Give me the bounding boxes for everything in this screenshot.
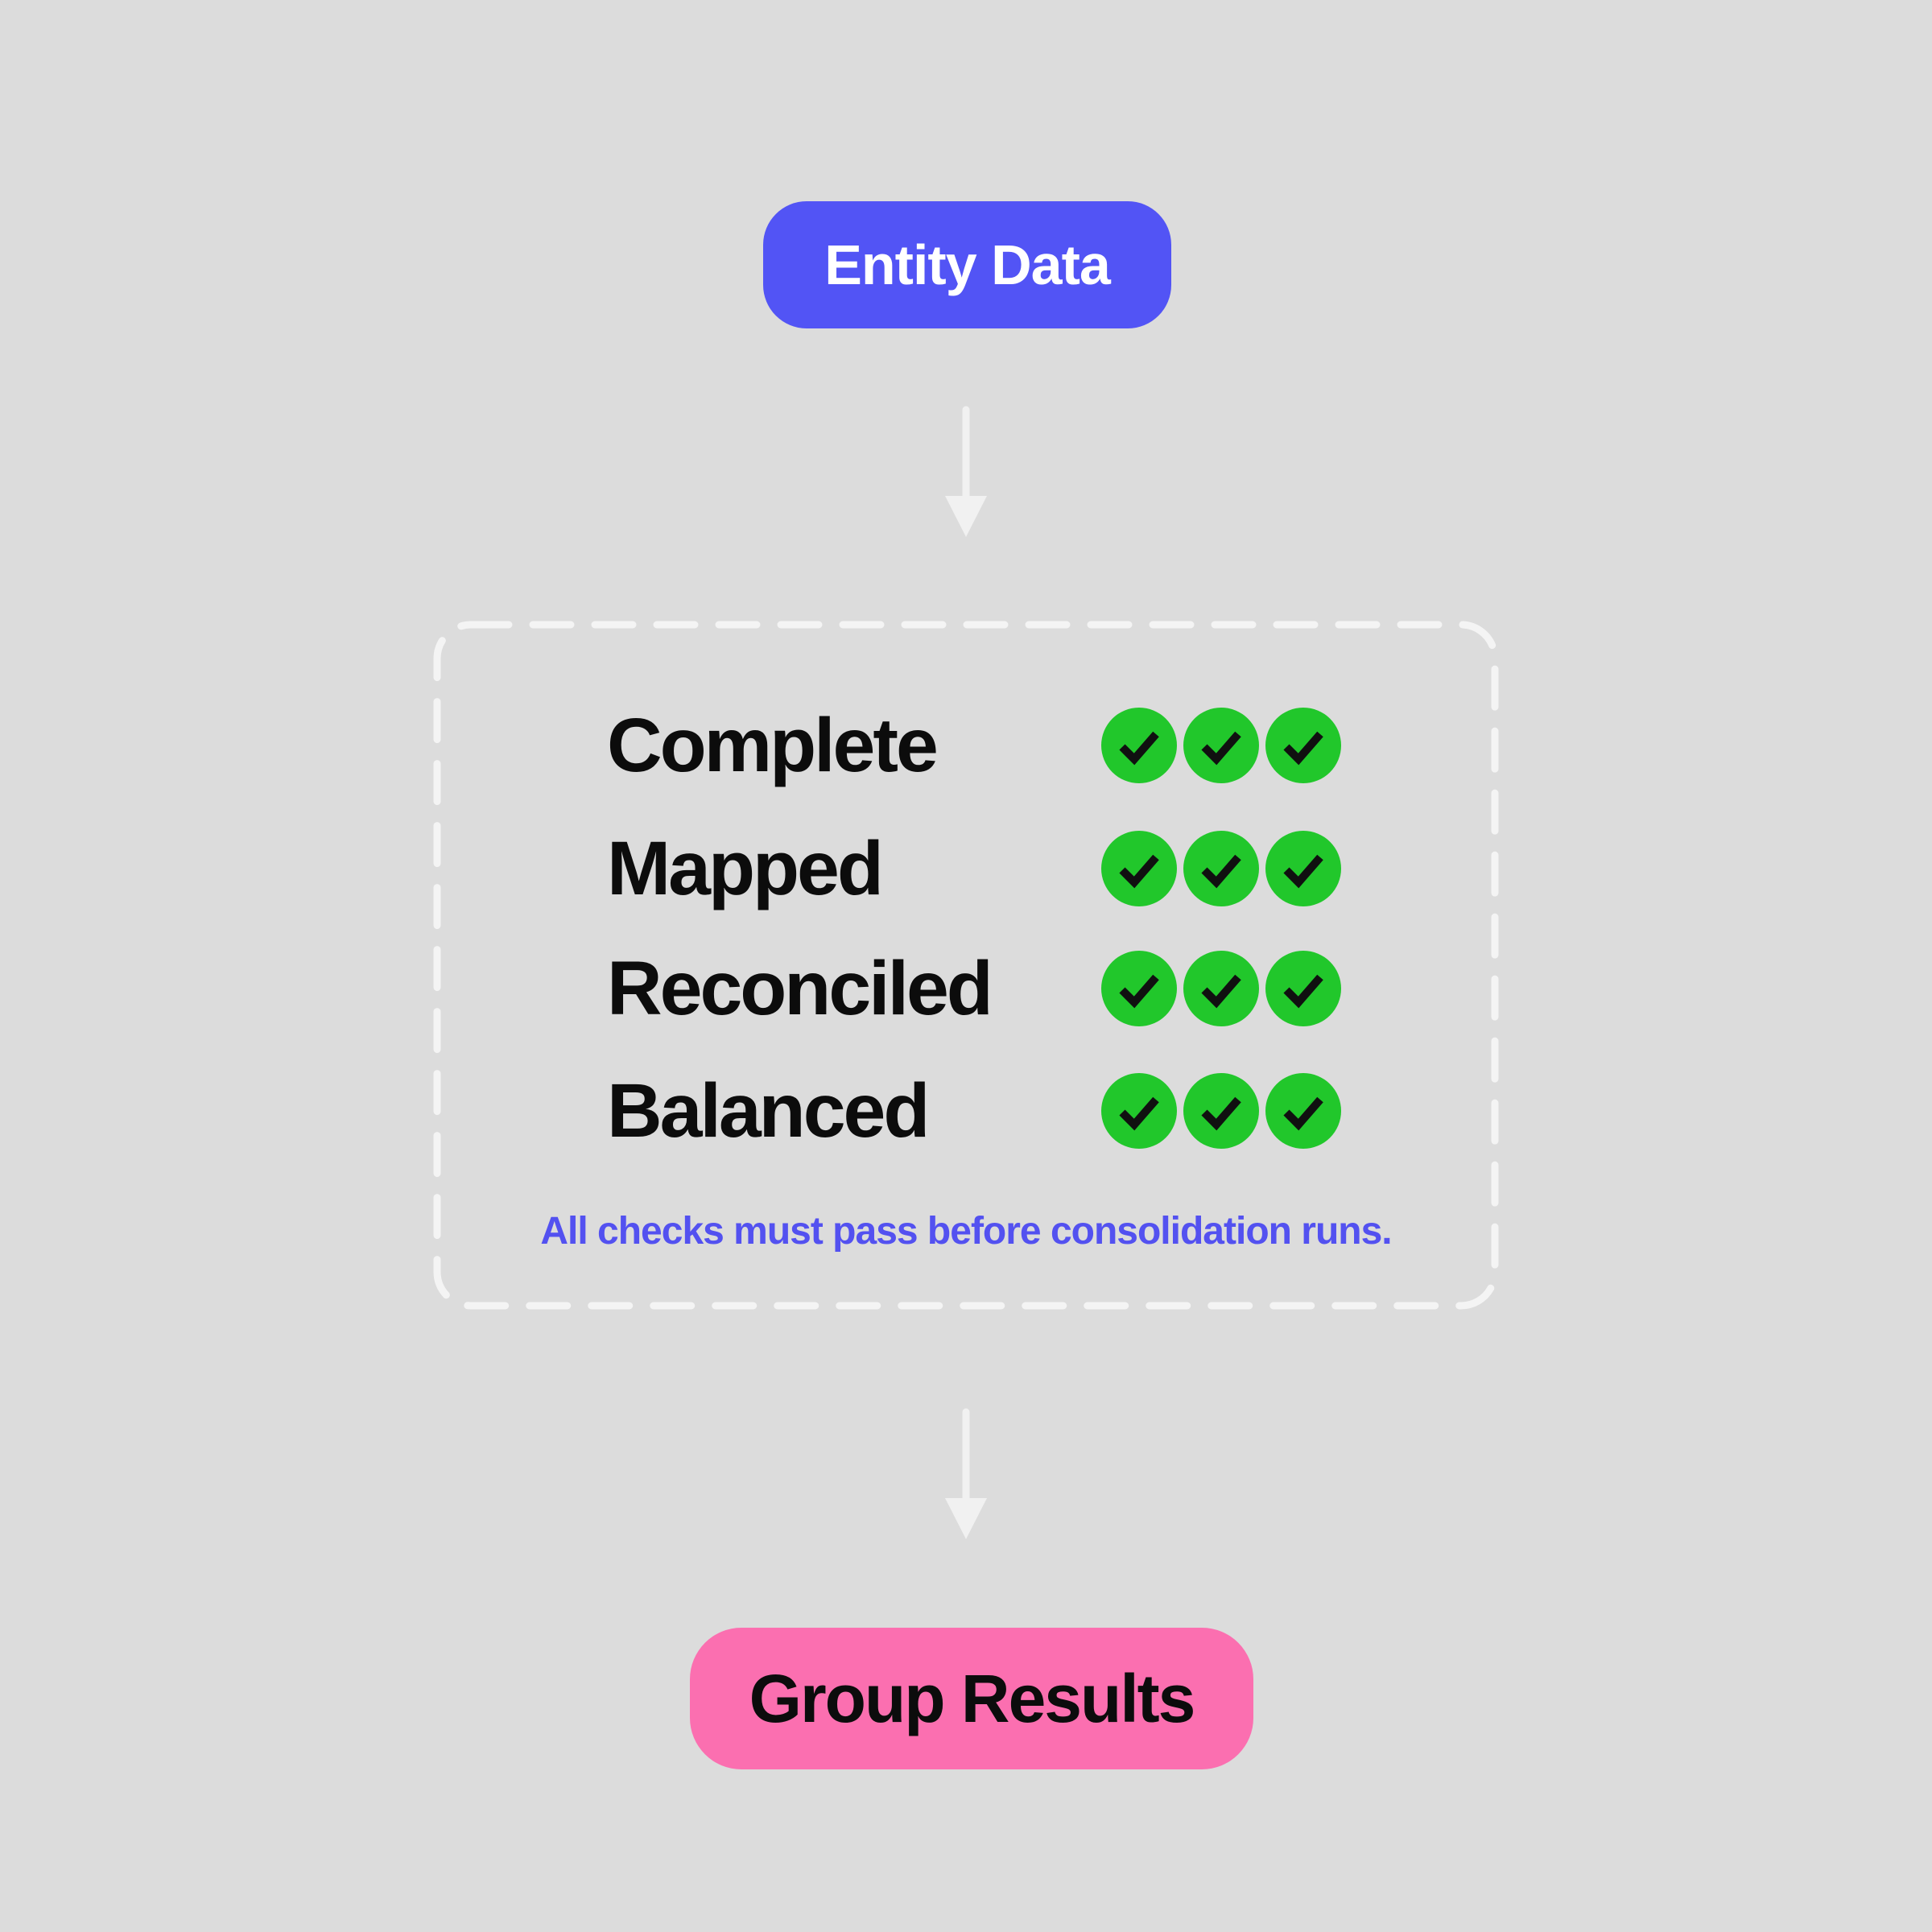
down-arrow-icon <box>945 406 987 537</box>
panel-note: All checks must pass before consolidatio… <box>540 1210 1392 1253</box>
group-results-node: Group Results <box>690 1628 1253 1769</box>
check-group <box>1101 831 1341 906</box>
check-icon <box>1265 831 1341 906</box>
check-row-label: Mapped <box>607 825 884 911</box>
check-group <box>1101 951 1341 1026</box>
check-group <box>1101 708 1341 783</box>
check-group <box>1101 1073 1341 1149</box>
check-row-label: Complete <box>607 702 939 788</box>
check-row-complete: Complete <box>437 702 1495 788</box>
checks-panel: Complete Mapped Reconciled <box>437 625 1495 1306</box>
check-row-label: Balanced <box>607 1067 930 1154</box>
check-icon <box>1183 708 1259 783</box>
checks-panel-border <box>433 621 1499 1310</box>
entity-data-label: Entity Data <box>824 233 1111 296</box>
check-icon <box>1101 1073 1177 1149</box>
check-row-balanced: Balanced <box>437 1067 1495 1154</box>
check-icon <box>1101 708 1177 783</box>
check-icon <box>1265 951 1341 1026</box>
check-icon <box>1183 951 1259 1026</box>
check-row-label: Reconciled <box>607 945 993 1031</box>
check-row-reconciled: Reconciled <box>437 945 1495 1031</box>
down-arrow-icon <box>945 1408 987 1539</box>
check-icon <box>1101 951 1177 1026</box>
check-icon <box>1183 1073 1259 1149</box>
entity-data-node: Entity Data <box>763 201 1171 328</box>
check-row-mapped: Mapped <box>437 825 1495 911</box>
check-icon <box>1265 708 1341 783</box>
group-results-label: Group Results <box>749 1660 1196 1736</box>
check-icon <box>1265 1073 1341 1149</box>
check-icon <box>1183 831 1259 906</box>
check-icon <box>1101 831 1177 906</box>
